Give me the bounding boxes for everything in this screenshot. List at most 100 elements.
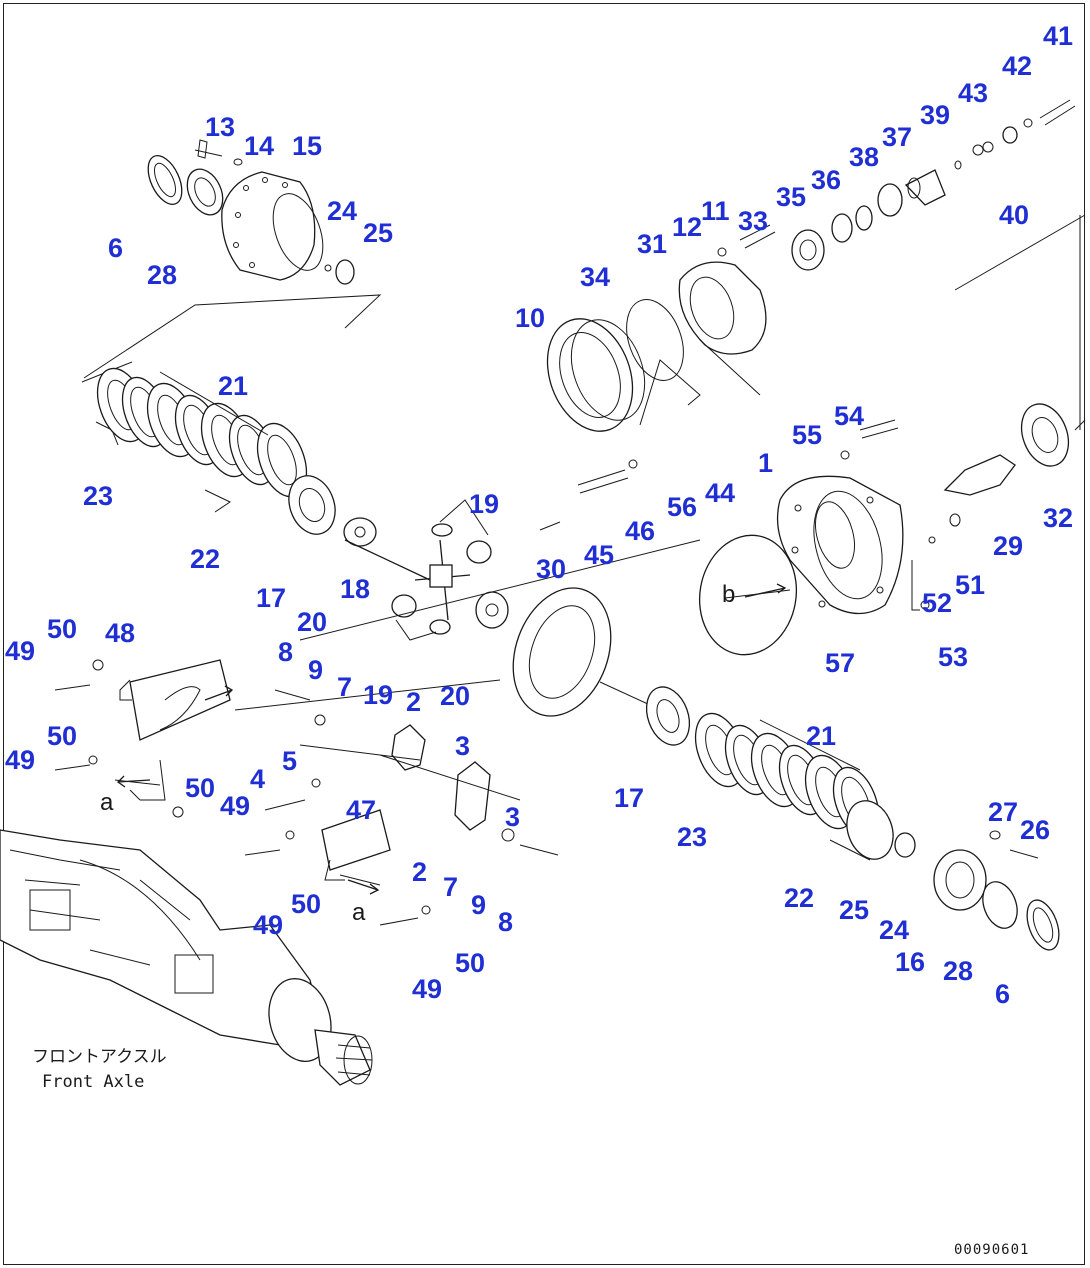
callout-16: 16 bbox=[895, 947, 925, 977]
flow-arrows bbox=[116, 583, 787, 895]
callout-3: 3 bbox=[455, 731, 470, 761]
callout-6: 6 bbox=[108, 233, 123, 263]
callout-44: 44 bbox=[705, 478, 735, 508]
assembly-label-jp: フロントアクスル bbox=[32, 1047, 167, 1067]
callout-39: 39 bbox=[920, 100, 950, 130]
callout-43: 43 bbox=[958, 78, 988, 108]
callout-24: 24 bbox=[879, 915, 909, 945]
callout-2: 2 bbox=[412, 857, 427, 887]
callout-10: 10 bbox=[515, 303, 545, 333]
callout-25: 25 bbox=[363, 218, 393, 248]
front-axle-illustration bbox=[0, 829, 373, 1086]
callout-20: 20 bbox=[297, 607, 327, 637]
callout-48: 48 bbox=[105, 618, 135, 648]
callout-40: 40 bbox=[999, 200, 1029, 230]
callout-15: 15 bbox=[292, 131, 322, 161]
callout-50: 50 bbox=[185, 773, 215, 803]
callout-26: 26 bbox=[1020, 815, 1050, 845]
callout-42: 42 bbox=[1002, 51, 1032, 81]
part-differential-carrier bbox=[577, 214, 1086, 656]
callout-41: 41 bbox=[1043, 21, 1073, 51]
callout-21: 21 bbox=[218, 371, 248, 401]
view-letter-a-1: a bbox=[100, 789, 114, 816]
view-letter-a-2: a bbox=[352, 899, 366, 926]
callout-20: 20 bbox=[440, 681, 470, 711]
callout-3: 3 bbox=[505, 802, 520, 832]
callout-52: 52 bbox=[922, 588, 952, 618]
part-differential-gears bbox=[288, 475, 509, 641]
callout-36: 36 bbox=[811, 165, 841, 195]
part-ring-gear bbox=[299, 521, 701, 717]
callout-9: 9 bbox=[308, 655, 323, 685]
callout-57: 57 bbox=[825, 648, 855, 678]
callout-13: 13 bbox=[205, 112, 235, 142]
callout-9: 9 bbox=[471, 890, 486, 920]
callout-23: 23 bbox=[677, 822, 707, 852]
callout-50: 50 bbox=[455, 948, 485, 978]
callout-35: 35 bbox=[776, 182, 806, 212]
callout-50: 50 bbox=[291, 889, 321, 919]
callout-7: 7 bbox=[443, 872, 458, 902]
callout-18: 18 bbox=[340, 574, 370, 604]
callout-14: 14 bbox=[244, 131, 274, 161]
callout-22: 22 bbox=[190, 544, 220, 574]
callout-19: 19 bbox=[469, 489, 499, 519]
callout-28: 28 bbox=[147, 260, 177, 290]
assembly-label-en: Front Axle bbox=[42, 1072, 144, 1092]
part-brackets-and-bolts bbox=[54, 659, 559, 926]
callout-8: 8 bbox=[498, 907, 513, 937]
callout-49: 49 bbox=[5, 745, 35, 775]
callout-33: 33 bbox=[738, 206, 768, 236]
callout-49: 49 bbox=[412, 974, 442, 1004]
callout-24: 24 bbox=[327, 196, 357, 226]
callout-30: 30 bbox=[536, 554, 566, 584]
callout-22: 22 bbox=[784, 883, 814, 913]
callout-25: 25 bbox=[839, 895, 869, 925]
callout-17: 17 bbox=[614, 783, 644, 813]
diff-case-15-shape bbox=[221, 171, 316, 281]
callout-1: 1 bbox=[758, 448, 773, 478]
callout-21: 21 bbox=[806, 721, 836, 751]
callout-50: 50 bbox=[47, 614, 77, 644]
callout-47: 47 bbox=[346, 795, 376, 825]
callout-38: 38 bbox=[849, 142, 879, 172]
callout-34: 34 bbox=[580, 262, 610, 292]
callout-54: 54 bbox=[834, 401, 864, 431]
callout-11: 11 bbox=[701, 196, 730, 226]
callout-6: 6 bbox=[995, 979, 1010, 1009]
part-pinion-cage-assembly bbox=[546, 99, 1076, 432]
callout-2: 2 bbox=[406, 687, 421, 717]
callout-7: 7 bbox=[337, 672, 352, 702]
callout-49: 49 bbox=[253, 910, 283, 940]
callout-28: 28 bbox=[943, 956, 973, 986]
washer-25-shape bbox=[335, 259, 355, 285]
callout-23: 23 bbox=[83, 481, 113, 511]
callout-4: 4 bbox=[250, 764, 265, 794]
view-letter-b: b bbox=[722, 581, 735, 608]
part-right-clutch-pack bbox=[645, 686, 1060, 951]
drawing-frame bbox=[3, 3, 1085, 1265]
callout-8: 8 bbox=[278, 637, 293, 667]
callout-19: 19 bbox=[363, 680, 393, 710]
callout-27: 27 bbox=[988, 797, 1018, 827]
callout-32: 32 bbox=[1043, 503, 1073, 533]
callout-5: 5 bbox=[282, 746, 297, 776]
part-left-clutch-pack bbox=[81, 361, 308, 513]
callout-49: 49 bbox=[5, 636, 35, 666]
callout-53: 53 bbox=[938, 642, 968, 672]
callout-29: 29 bbox=[993, 531, 1023, 561]
callout-56: 56 bbox=[667, 492, 697, 522]
callout-51: 51 bbox=[955, 570, 985, 600]
part-left-differential-case bbox=[83, 139, 382, 379]
drawing-code: 00090601 bbox=[954, 1242, 1029, 1258]
callout-12: 12 bbox=[672, 212, 702, 242]
callout-37: 37 bbox=[882, 122, 912, 152]
callout-17: 17 bbox=[256, 583, 286, 613]
callout-46: 46 bbox=[625, 516, 655, 546]
callout-31: 31 bbox=[637, 229, 667, 259]
callout-50: 50 bbox=[47, 721, 77, 751]
callout-55: 55 bbox=[792, 420, 822, 450]
oil-seal-6-shape bbox=[147, 155, 183, 205]
